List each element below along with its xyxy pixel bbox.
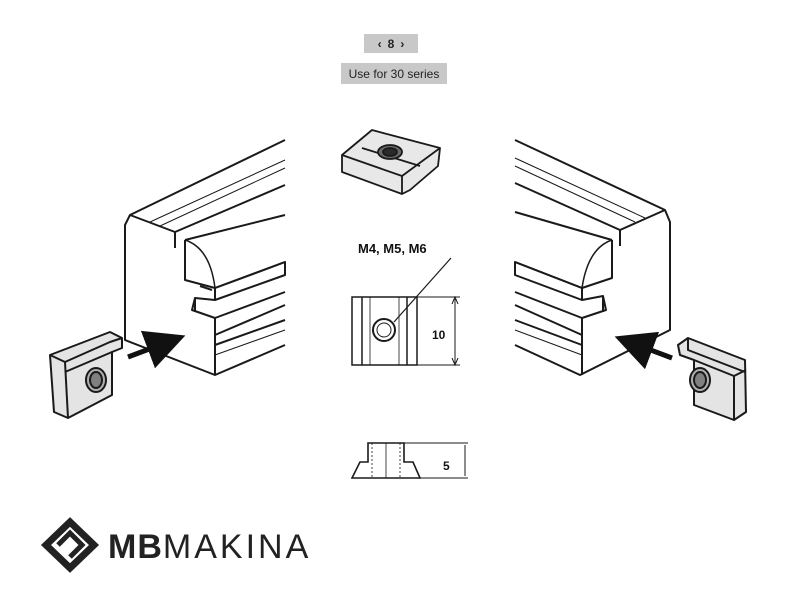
right-t-slot-nut-icon bbox=[677, 337, 747, 421]
thickness-dimension-label: 5 bbox=[443, 459, 450, 473]
slot-width-value: 8 bbox=[387, 36, 395, 51]
right-chevron-icon: › bbox=[400, 36, 405, 51]
thread-size-label: M4, M5, M6 bbox=[358, 241, 427, 256]
center-t-slot-nut-icon bbox=[341, 129, 441, 195]
slot-width-badge: ‹ 8 › bbox=[364, 34, 418, 53]
left-t-slot-nut-icon bbox=[49, 331, 123, 419]
insert-arrow-icon bbox=[614, 331, 673, 370]
insert-arrow-icon bbox=[127, 330, 186, 369]
brand-strong-text: MB bbox=[108, 528, 163, 566]
series-note-badge: Use for 30 series bbox=[341, 63, 447, 84]
nut-side-view bbox=[350, 442, 468, 479]
brand-light-text: MAKINA bbox=[162, 528, 312, 566]
height-dimension-label: 10 bbox=[432, 328, 446, 342]
right-profile-illustration bbox=[514, 139, 671, 376]
brand-wordmark: MBMAKINA bbox=[108, 528, 311, 567]
left-chevron-icon: ‹ bbox=[377, 36, 382, 51]
left-profile-illustration bbox=[124, 139, 286, 376]
nut-top-view bbox=[351, 257, 460, 367]
mb-logo-icon bbox=[40, 517, 100, 573]
